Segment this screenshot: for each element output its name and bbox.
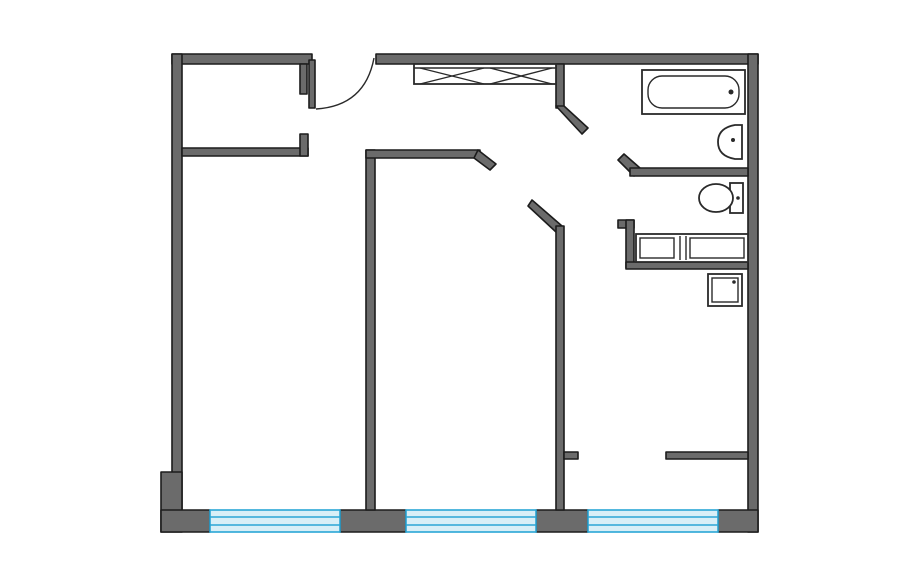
- wardrobe-box: [413, 63, 557, 85]
- interior-walls: [365, 63, 749, 511]
- outer-wall-left: [171, 53, 183, 510]
- wall-pier-3: [535, 509, 589, 533]
- outer-wall-right: [747, 53, 759, 533]
- middle-room-wall-stub: [563, 451, 579, 460]
- toilet-bowl: [698, 183, 734, 213]
- storage-wall-stub: [299, 133, 309, 157]
- kitchen-niche-wall-bottom: [625, 261, 749, 270]
- bathroom-wall-bottom: [629, 167, 749, 177]
- door-swing-arc: [315, 57, 375, 110]
- outer-wall-top-left: [171, 53, 313, 65]
- entrance-door: [299, 57, 375, 110]
- wall-pier-1: [160, 509, 211, 533]
- wardrobe: [413, 63, 557, 85]
- bathroom-fixtures: [641, 69, 746, 160]
- middle-room-wall-top: [365, 149, 481, 159]
- bathtub: [641, 69, 746, 115]
- kitchen-partition: [665, 451, 749, 460]
- middle-room-wall-left: [365, 149, 376, 511]
- kitchen-sink: [635, 233, 749, 263]
- storage-room: [181, 133, 309, 157]
- outer-walls: [160, 53, 759, 533]
- door-jamb-left: [299, 63, 308, 95]
- middle-room-wall-right: [555, 225, 565, 511]
- toilet: [698, 182, 744, 214]
- window-right: [587, 509, 719, 533]
- windows: [209, 509, 719, 533]
- stove: [707, 273, 743, 307]
- middle-room-wall-angle: [473, 149, 497, 171]
- washbasin: [717, 124, 743, 160]
- corridor-wall-angle: [555, 105, 589, 135]
- outer-wall-top-right: [375, 53, 759, 65]
- kitchen-niche-wall-side: [625, 219, 635, 269]
- wall-pier-2: [339, 509, 407, 533]
- kitchen: [617, 219, 749, 307]
- storage-wall-bottom: [181, 147, 309, 157]
- window-middle: [405, 509, 537, 533]
- door-jamb-left-stub: [308, 59, 316, 109]
- wall-pier-4: [717, 509, 759, 533]
- corridor-wall-top: [555, 63, 565, 109]
- window-left: [209, 509, 341, 533]
